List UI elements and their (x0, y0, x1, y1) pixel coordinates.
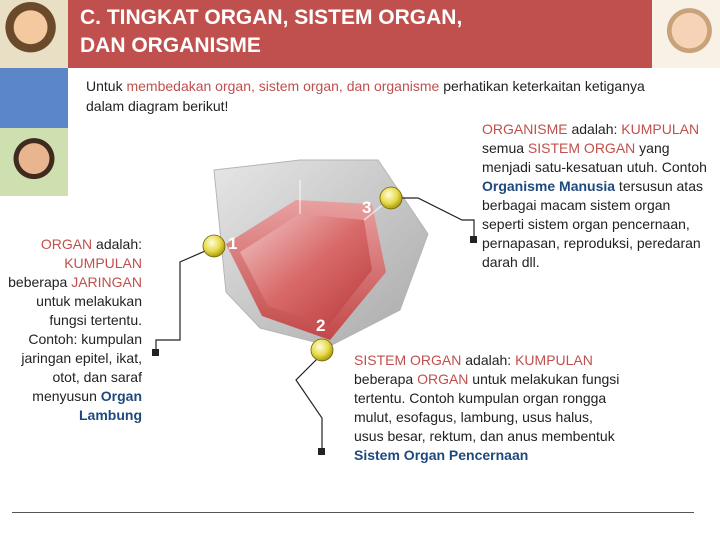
intro-text: Untuk membedakan organ, sistem organ, da… (86, 76, 646, 116)
header-bar: C. TINGKAT ORGAN, SISTEM ORGAN, DAN ORGA… (68, 0, 652, 68)
organisme-sistem: SISTEM ORGAN (527, 140, 636, 156)
connector-end-sistem-organ (318, 448, 325, 455)
intro-highlight: membedakan organ, sistem organ, dan orga… (126, 78, 440, 94)
organisme-kumpulan: KUMPULAN (621, 121, 700, 137)
connector-sistem-organ (295, 353, 323, 452)
organisme-definition: ORGANISME adalah: KUMPULAN semua SISTEM … (482, 120, 707, 272)
organisme-example: Organisme Manusia (482, 178, 616, 194)
organisme-text-3: yang menjadi satu-kesatuan utuh. Contoh (482, 140, 707, 175)
organisme-term: ORGANISME (482, 121, 568, 137)
child-photo-left (0, 0, 68, 68)
child-photo-right (652, 0, 720, 68)
connector-line-2 (363, 203, 385, 221)
diagram-label-3: 3 (362, 198, 372, 217)
bottom-divider (12, 512, 694, 513)
diagram-label-1: 1 (228, 234, 238, 253)
intro-part-1: Untuk (86, 78, 127, 94)
organ-text-2: beberapa (8, 274, 72, 290)
sistem-term: SISTEM ORGAN (354, 352, 462, 368)
sistem-organ-definition: SISTEM ORGAN adalah: KUMPULAN beberapa O… (354, 351, 624, 465)
blue-side-panel (0, 68, 68, 128)
page-title: C. TINGKAT ORGAN, SISTEM ORGAN, DAN ORGA… (80, 6, 463, 57)
organ-text-3: untuk melakukan fungsi tertentu. Contoh:… (21, 293, 142, 404)
organisme-text-4: tersusun atas berbagai macam sistem orga… (482, 178, 703, 270)
connector-end-organisme (470, 236, 477, 243)
organ-term: ORGAN (40, 236, 93, 252)
organ-text-1: adalah: (92, 236, 142, 252)
marker-ball-1 (202, 234, 226, 258)
sistem-kumpulan: KUMPULAN (515, 352, 593, 368)
sistem-text-1: adalah: (461, 352, 516, 368)
connector-end-organ (152, 349, 159, 356)
child-photo-waving (0, 128, 68, 196)
connector-organ (155, 247, 213, 352)
organisme-text-1: adalah: (567, 121, 622, 137)
organ-kumpulan: KUMPULAN (64, 255, 142, 271)
marker-ball-2 (310, 338, 334, 362)
organ-example: Organ Lambung (79, 388, 142, 423)
connector-organisme (392, 197, 475, 238)
diagram-label-2: 2 (316, 316, 326, 335)
organ-definition: ORGAN adalah: KUMPULAN beberapa JARINGAN… (6, 235, 142, 425)
intro-part-2: perhatikan keterkaitan ketiganya dalam d… (86, 78, 645, 114)
sistem-text-3: untuk melakukan fungsi tertentu. Contoh … (354, 371, 620, 444)
sistem-example: Sistem Organ Pencernaan (354, 447, 529, 463)
marker-ball-3 (379, 186, 403, 210)
sistem-organ-word: ORGAN (417, 371, 469, 387)
organisme-text-2: semua (482, 140, 528, 156)
sistem-text-2: beberapa (354, 371, 418, 387)
organ-jaringan: JARINGAN (71, 274, 142, 290)
organ-face (240, 214, 372, 326)
